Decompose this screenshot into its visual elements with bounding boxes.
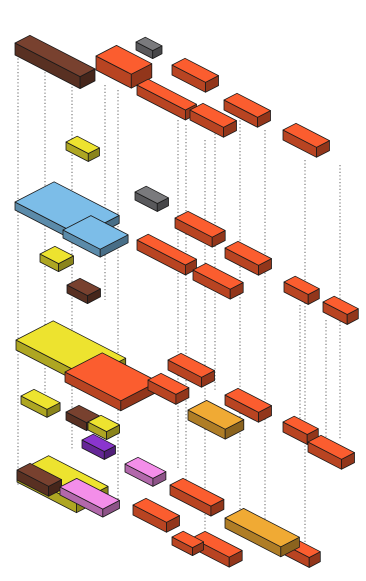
volume-gray: [136, 37, 162, 58]
volume-orange: [137, 79, 197, 120]
volume-gray: [135, 186, 169, 211]
volume-orange: [175, 211, 225, 247]
volume-brown: [15, 35, 95, 88]
volume-orange: [170, 478, 224, 516]
volume-orange: [283, 123, 330, 157]
volume-orange: [137, 234, 197, 275]
volume-orange: [172, 58, 219, 92]
volume-yellow: [66, 136, 100, 161]
volume-orange: [323, 296, 358, 324]
volume-orange: [133, 498, 180, 532]
building-volumes: [15, 35, 358, 567]
volume-orange: [225, 241, 272, 275]
volume-orange: [308, 435, 355, 469]
volume-brown: [67, 278, 101, 303]
volume-yellow: [21, 389, 60, 417]
volume-pink: [125, 457, 166, 486]
volume-orange: [193, 263, 243, 299]
volume-orange: [284, 276, 319, 304]
